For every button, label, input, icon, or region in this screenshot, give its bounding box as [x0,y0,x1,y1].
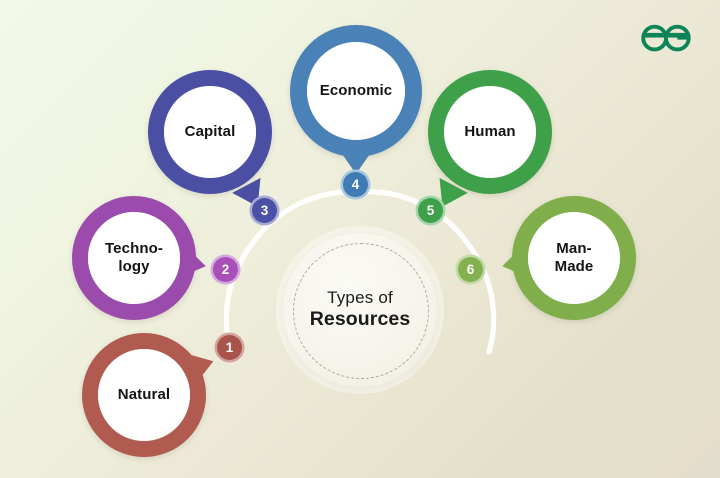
node-man-made[interactable]: Man- Made [499,196,636,320]
badge-3-number: 3 [260,202,269,218]
hub-types-of-resources: Types of Resources [283,233,437,387]
node-capital-label: Capital [184,123,236,141]
badge-4-number: 4 [351,176,360,192]
node-human[interactable]: Human [428,70,552,215]
badge-1-number: 1 [225,339,234,355]
node-natural[interactable]: Natural [82,333,219,457]
badge-2-technology[interactable]: 2 [213,257,238,282]
node-economic-pointer [338,148,374,174]
node-human-label: Human [464,123,516,141]
node-capital[interactable]: Capital [148,70,272,215]
node-technology-pointer [179,246,209,282]
node-technology-core [88,212,180,304]
node-economic-label: Economic [319,82,393,100]
badge-4-economic[interactable]: 4 [343,172,368,197]
node-human-core [444,86,536,178]
node-man-made-label: Man- Made [554,240,594,275]
node-economic-core [307,42,405,140]
badge-6-number: 6 [466,261,475,277]
badge-5-human[interactable]: 5 [418,198,443,223]
badge-3-capital[interactable]: 3 [252,198,277,223]
badge-5-number: 5 [426,202,435,218]
badge-1-natural[interactable]: 1 [217,335,242,360]
node-man-made-core [528,212,620,304]
hub-text: Types of Resources [310,288,411,333]
node-natural-label: Natural [117,386,171,404]
node-economic[interactable]: Economic [290,25,422,174]
node-capital-core [164,86,256,178]
badge-6-man-made[interactable]: 6 [458,257,483,282]
node-technology[interactable]: Techno- logy [72,196,209,320]
hub-title-line2: Resources [309,308,411,331]
hub-title-line1: Types of [327,287,393,307]
node-technology-label: Techno- logy [105,240,163,275]
geeksforgeeks-logo [636,16,698,56]
badge-2-number: 2 [221,261,230,277]
node-natural-core [98,349,190,441]
